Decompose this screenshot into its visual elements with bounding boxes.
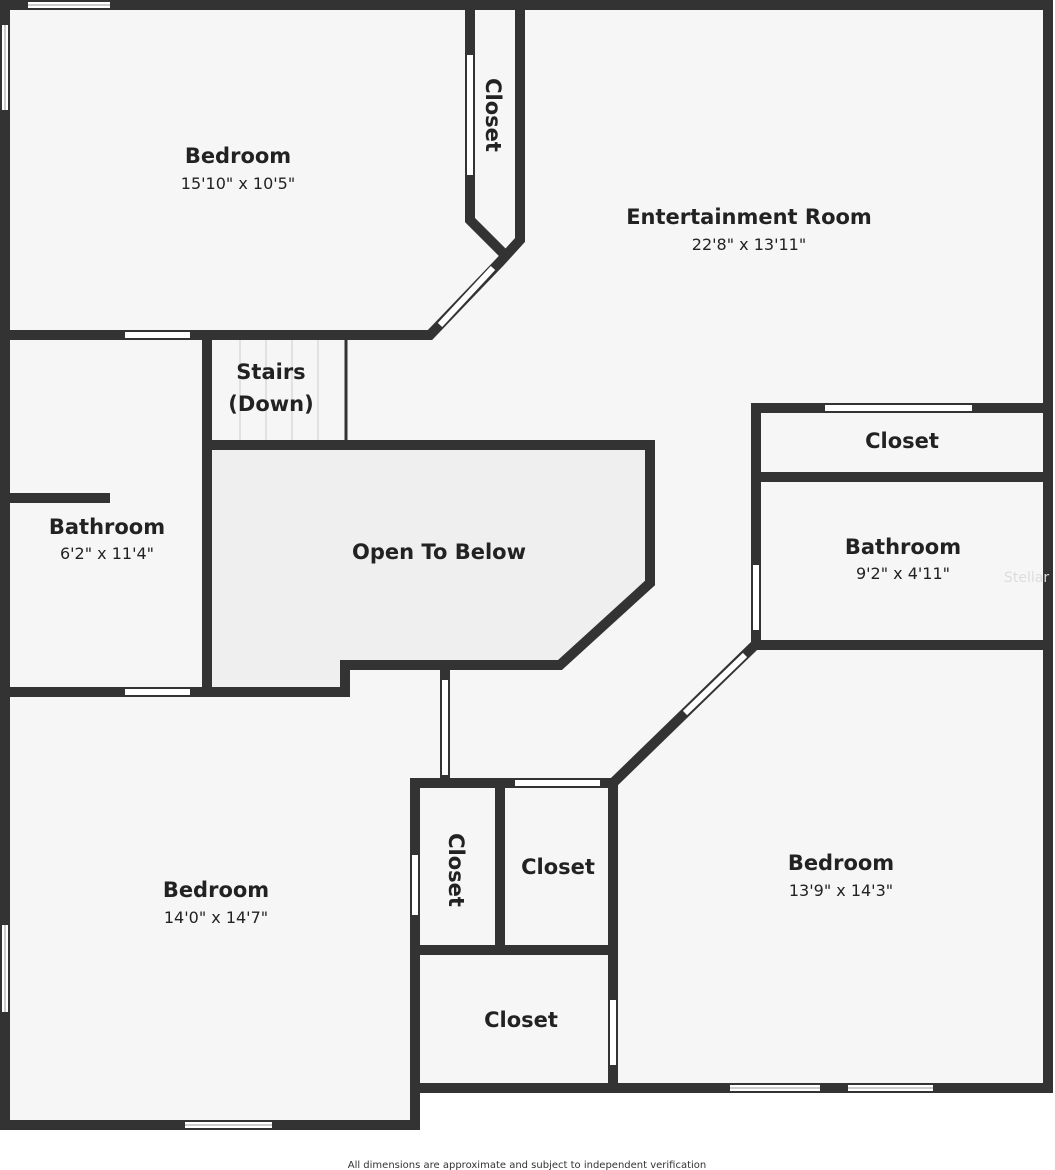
room-name-closet-mid-right: Closet (521, 855, 595, 879)
room-name-bathroom-e: Bathroom (845, 535, 961, 559)
room-dims-bedroom-sw: 14'0" x 14'7" (164, 908, 268, 927)
room-dims-entertainment: 22'8" x 13'11" (692, 235, 806, 254)
room-name-open-below: Open To Below (352, 540, 526, 564)
open-to-below-area (207, 445, 650, 692)
room-name-closet-e: Closet (865, 429, 939, 453)
stair-treads (239, 340, 319, 440)
room-name-closet-low: Closet (484, 1008, 558, 1032)
room-name-bathroom-w: Bathroom (49, 515, 165, 539)
windows (2, 2, 933, 1128)
disclaimer-footer: All dimensions are approximate and subje… (348, 1160, 707, 1170)
wall-open-to-below (202, 440, 655, 697)
room-dims-bathroom-e: 9'2" x 4'11" (856, 564, 950, 583)
wall-closets (410, 778, 618, 1093)
room-dims-bedroom-se: 13'9" x 14'3" (789, 881, 893, 900)
room-dims-bedroom-nw: 15'10" x 10'5" (181, 174, 295, 193)
room-name-stairs-2: (Down) (228, 392, 313, 416)
room-name-bedroom-nw: Bedroom (185, 144, 291, 168)
room-dims-bathroom-w: 6'2" x 11'4" (60, 544, 154, 563)
room-name-entertainment: Entertainment Room (626, 205, 872, 229)
door-openings (125, 55, 972, 1065)
room-name-closet-mid-left: Closet (444, 833, 468, 907)
room-name-bedroom-se: Bedroom (788, 851, 894, 875)
room-name-stairs-1: Stairs (236, 360, 305, 384)
watermark: Stellar (1004, 570, 1049, 586)
room-name-closet-n: Closet (481, 78, 505, 152)
room-name-bedroom-sw: Bedroom (163, 878, 269, 902)
wall-bedroom-nw (0, 0, 525, 340)
